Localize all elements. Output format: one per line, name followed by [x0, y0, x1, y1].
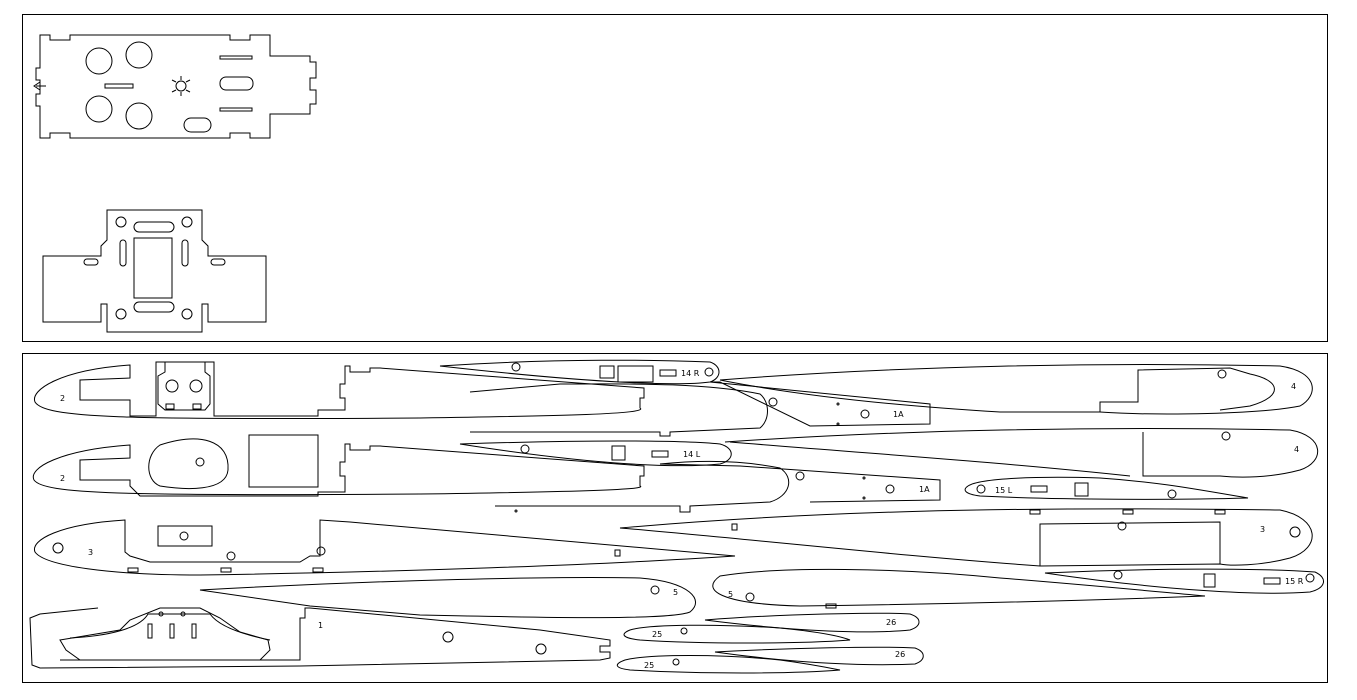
rib-4-lower: 4 — [724, 428, 1318, 478]
part-label: 3 — [1260, 525, 1265, 534]
part-label: 2 — [60, 394, 65, 403]
part-label: 15 L — [995, 486, 1013, 495]
part-label: 4 — [1291, 382, 1296, 391]
rib-4-upper: 4 — [719, 364, 1313, 415]
part-label: 26 — [886, 618, 896, 627]
rib-25-26-lower: 25 26 — [616, 646, 924, 674]
part-label: 14 L — [683, 450, 701, 459]
motor-plate-sheet — [22, 14, 1328, 342]
part-label: 1 — [318, 621, 323, 630]
motor-plate-large — [33, 34, 317, 139]
rib-2-lower: 2 — [32, 434, 645, 497]
part-label: 1A — [893, 410, 904, 419]
part-label: 1A — [919, 485, 930, 494]
part-label: 15 R — [1285, 577, 1304, 586]
part-label: 5 — [728, 590, 733, 599]
rib-1: 1 — [29, 607, 611, 669]
rib-5-right: 5 — [712, 568, 1206, 609]
part-label: 3 — [88, 548, 93, 557]
part-label: 14 R — [681, 369, 700, 378]
part-label: 5 — [673, 588, 678, 597]
rib-2-upper: 2 — [34, 361, 645, 420]
part-label: 25 — [652, 630, 662, 639]
motor-plate-small — [42, 209, 267, 333]
rib-5-left: 5 — [199, 577, 696, 619]
rib-14R: 14 R — [439, 359, 720, 385]
rib-3: 3 — [34, 519, 736, 576]
part-label: 4 — [1294, 445, 1299, 454]
part-label: 25 — [644, 661, 654, 670]
part-label: 26 — [895, 650, 905, 659]
rib-1A-upper: 1A — [469, 381, 931, 437]
rib-1A-lower: 1A — [495, 460, 941, 513]
rib-15R: 15 R — [1044, 568, 1324, 594]
part-label: 2 — [60, 474, 65, 483]
rib-15L: 15 L — [964, 476, 1249, 500]
rib-14L: 14 L — [459, 440, 732, 467]
rib-25-26-upper: 25 26 — [623, 612, 920, 644]
rib-3-right: 3 — [619, 508, 1313, 567]
rib-sheet — [22, 353, 1328, 683]
